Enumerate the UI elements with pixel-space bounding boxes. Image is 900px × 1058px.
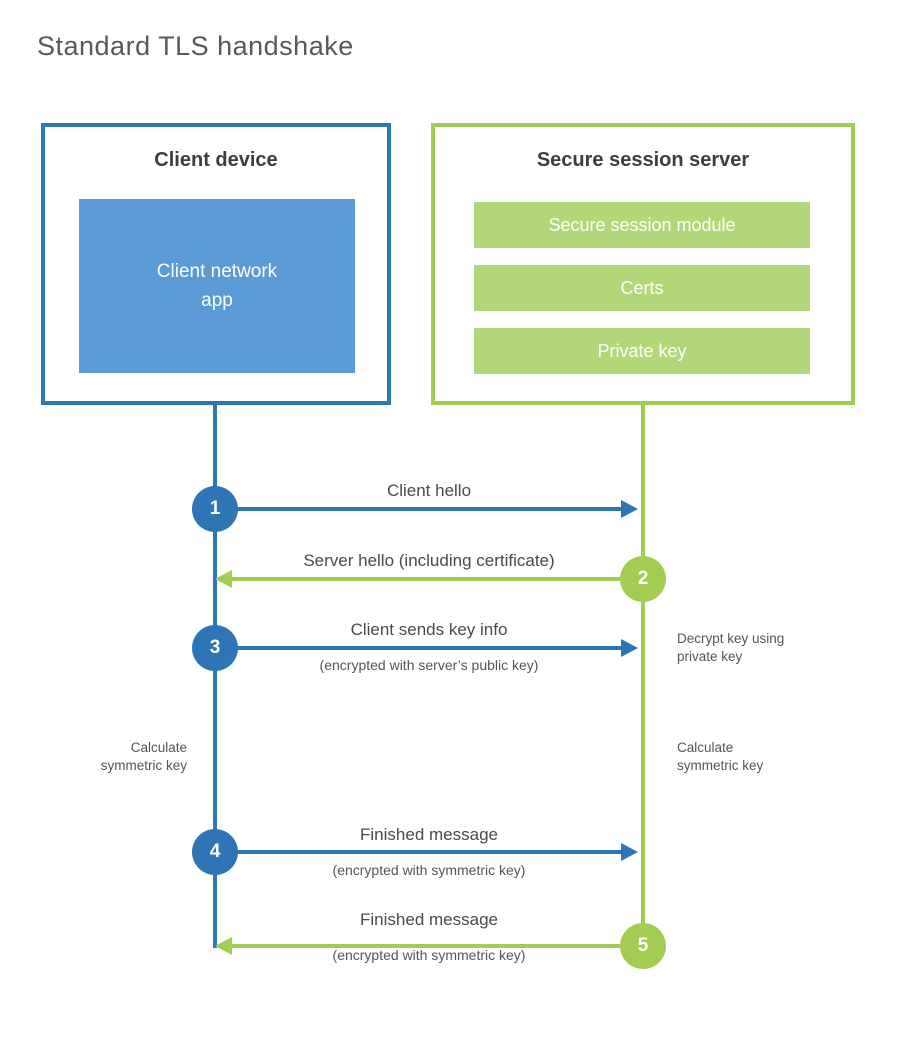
- message-label-client-sends-key-info: Client sends key info: [350, 620, 508, 639]
- client-device-title: Client device: [154, 149, 278, 171]
- arrowhead-left-icon: [215, 570, 232, 588]
- step-marker-3: 3: [192, 625, 238, 671]
- page-title: Standard TLS handshake: [37, 31, 354, 61]
- client-network-app-box: Client network app: [79, 199, 355, 373]
- arrow-line-step2: [231, 577, 620, 581]
- note-decrypt-key: Decrypt key using private key: [677, 631, 785, 664]
- arrow-line-step3: [237, 646, 623, 650]
- client-device-box: Client device Client network app: [41, 123, 391, 405]
- note-calculate-symmetric-key-client: Calculate symmetric key: [100, 740, 187, 773]
- server-module-private-key: Private key: [474, 328, 810, 374]
- message-sublabel-encrypted-symmetric-key-5: (encrypted with symmetric key): [332, 947, 526, 963]
- step-marker-4: 4: [192, 829, 238, 875]
- secure-session-server-box: Secure session server Secure session mod…: [431, 123, 855, 405]
- arrowhead-left-icon: [215, 937, 232, 955]
- message-label-client-hello: Client hello: [386, 481, 472, 500]
- message-sublabel-encrypted-public-key: (encrypted with server’s public key): [319, 657, 539, 673]
- arrowhead-right-icon: [621, 639, 638, 657]
- message-label-finished-server: Finished message: [360, 910, 498, 929]
- message-label-server-hello: Server hello (including certificate): [303, 551, 555, 570]
- step-marker-5: 5: [620, 923, 666, 969]
- client-lifeline: [213, 405, 217, 948]
- step-marker-1: 1: [192, 486, 238, 532]
- message-label-finished-client: Finished message: [360, 825, 498, 844]
- step-marker-2: 2: [620, 556, 666, 602]
- secure-session-server-title: Secure session server: [536, 149, 750, 171]
- arrow-line-step1: [237, 507, 623, 511]
- server-module-certs: Certs: [474, 265, 810, 311]
- message-sublabel-encrypted-symmetric-key-4: (encrypted with symmetric key): [332, 862, 526, 878]
- server-lifeline: [641, 405, 645, 946]
- arrow-line-step4: [237, 850, 623, 854]
- arrowhead-right-icon: [621, 843, 638, 861]
- server-module-secure-session-module: Secure session module: [474, 202, 810, 248]
- arrowhead-right-icon: [621, 500, 638, 518]
- note-calculate-symmetric-key-server: Calculate symmetric key: [677, 740, 764, 773]
- arrow-line-step5: [231, 944, 620, 948]
